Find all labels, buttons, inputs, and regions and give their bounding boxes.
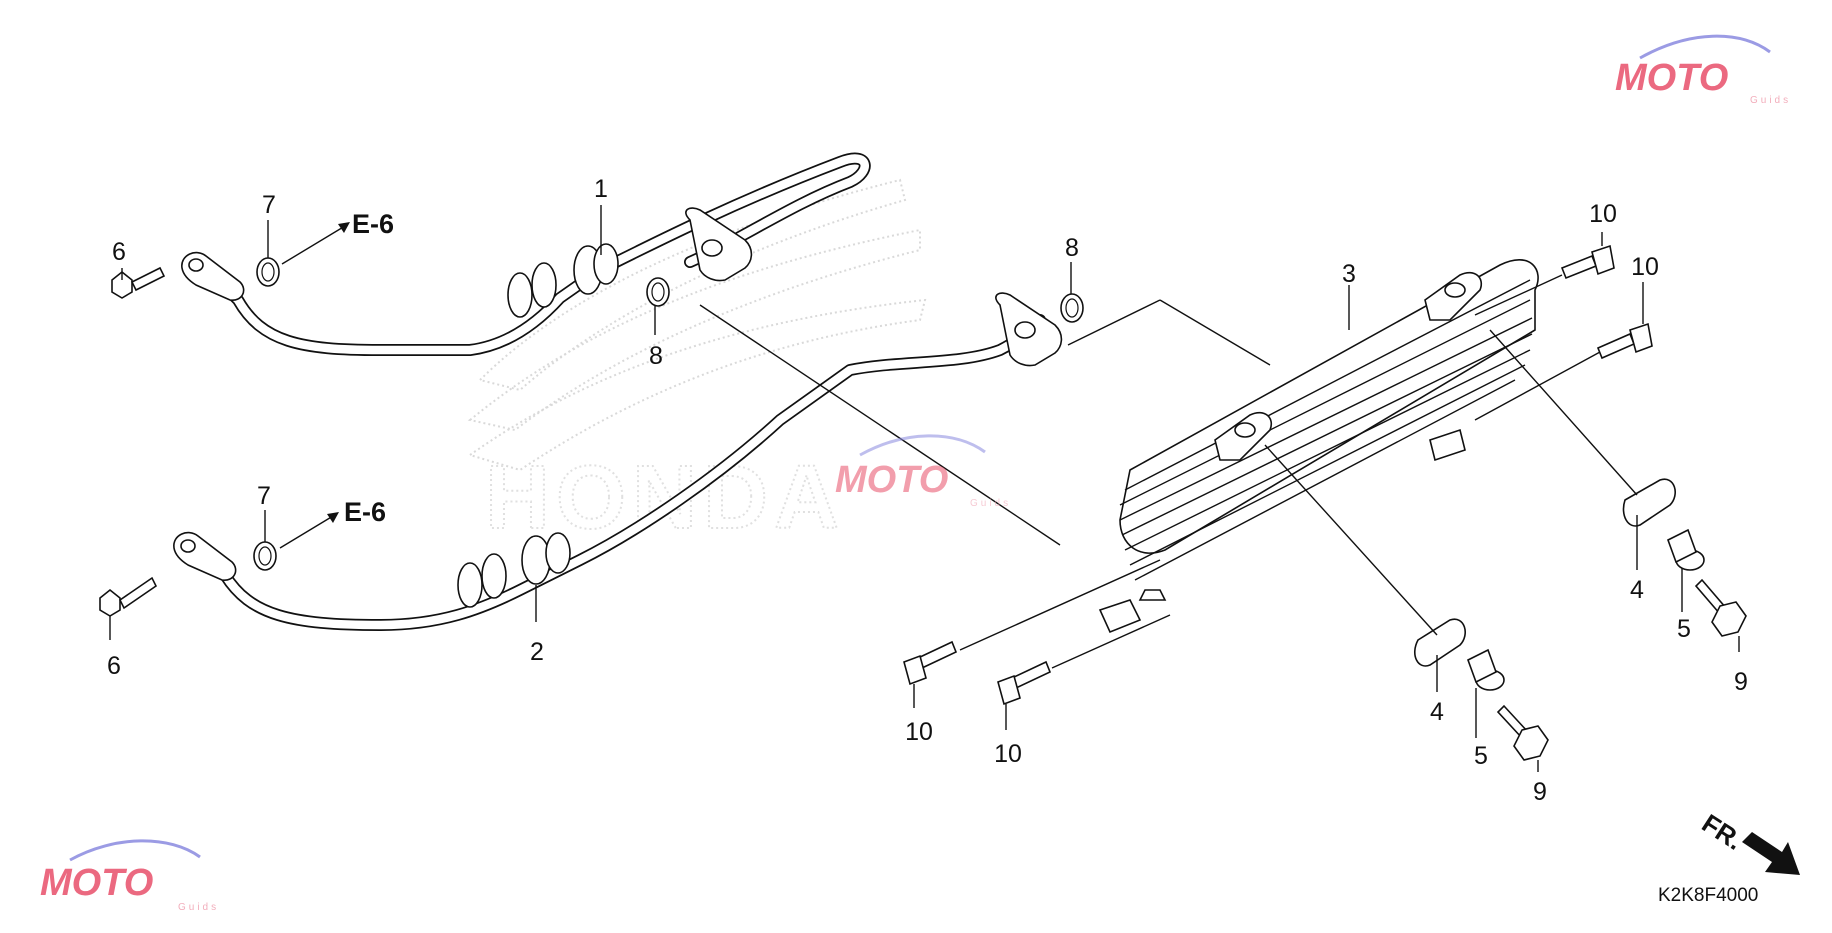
collar-5-right [1667, 528, 1705, 571]
svg-text:MOTO: MOTO [835, 459, 948, 501]
bolt-10-bottom-a [903, 640, 958, 686]
callout-10-top-b: 10 [1631, 253, 1659, 281]
svg-text:Guids: Guids [178, 902, 219, 913]
bolt-9-center [1496, 704, 1549, 761]
diagram-code: K2K8F4000 [1658, 885, 1758, 906]
watermark-bottom-left: MOTO Guids [40, 839, 219, 913]
callout-6-lower: 6 [107, 652, 121, 680]
callout-4-center: 4 [1430, 698, 1444, 726]
callout-5-right: 5 [1677, 615, 1691, 643]
callout-5-center: 5 [1474, 742, 1488, 770]
bolt-10-bottom-b [997, 660, 1052, 706]
o-ring-7-upper [256, 257, 280, 287]
callout-10-bottom-b: 10 [994, 740, 1022, 768]
callout-4-right: 4 [1630, 576, 1644, 604]
callout-1: 1 [594, 175, 608, 203]
callout-9-center: 9 [1533, 778, 1547, 806]
watermark-top-right: MOTO Guids [1615, 34, 1791, 106]
callout-10-top-a: 10 [1589, 200, 1617, 228]
bolt-9-right [1694, 578, 1747, 637]
grommet-4-center [1414, 618, 1466, 667]
oil-pipe-upper [181, 152, 871, 356]
callout-3: 3 [1342, 260, 1356, 288]
svg-text:MOTO: MOTO [1615, 57, 1728, 99]
svg-text:Guids: Guids [970, 498, 1011, 509]
callout-8-right: 8 [1065, 234, 1079, 262]
o-ring-7-lower [253, 541, 277, 571]
o-ring-8-left [646, 277, 670, 307]
front-arrow-icon [1742, 832, 1800, 875]
callout-2: 2 [530, 638, 544, 666]
bolt-10-top-b [1596, 322, 1653, 360]
callout-7-upper: 7 [262, 191, 276, 219]
honda-wing-watermark: HONDA [467, 178, 927, 549]
reference-e6-upper: E-6 [352, 209, 394, 239]
leader-lines [109, 205, 1740, 772]
svg-text:Guids: Guids [1750, 95, 1791, 106]
collar-5-center [1467, 648, 1505, 691]
callout-10-bottom-a: 10 [905, 718, 933, 746]
bolt-6-lower [99, 576, 158, 617]
callout-6-upper: 6 [112, 238, 126, 266]
watermark-center: MOTO Guids [835, 434, 1011, 509]
bolt-10-top-a [1560, 244, 1615, 280]
reference-e6-lower: E-6 [344, 497, 386, 527]
honda-text-watermark: HONDA [485, 448, 845, 548]
o-ring-8-right [1060, 293, 1084, 323]
oil-cooler [1098, 259, 1539, 634]
grommet-4-right [1622, 478, 1676, 527]
oil-pipe-lower [173, 292, 1063, 631]
callout-labels: 1 2 3 4 4 5 5 6 6 7 7 8 8 9 9 10 10 10 1… [107, 175, 1748, 806]
bolt-6-upper [111, 266, 166, 299]
front-direction-label: FR. [1697, 808, 1748, 856]
front-direction-indicator: FR. [1697, 808, 1800, 875]
callout-7-lower: 7 [257, 482, 271, 510]
callout-8-left: 8 [649, 342, 663, 370]
callout-9-right: 9 [1734, 668, 1748, 696]
svg-text:MOTO: MOTO [40, 862, 153, 904]
